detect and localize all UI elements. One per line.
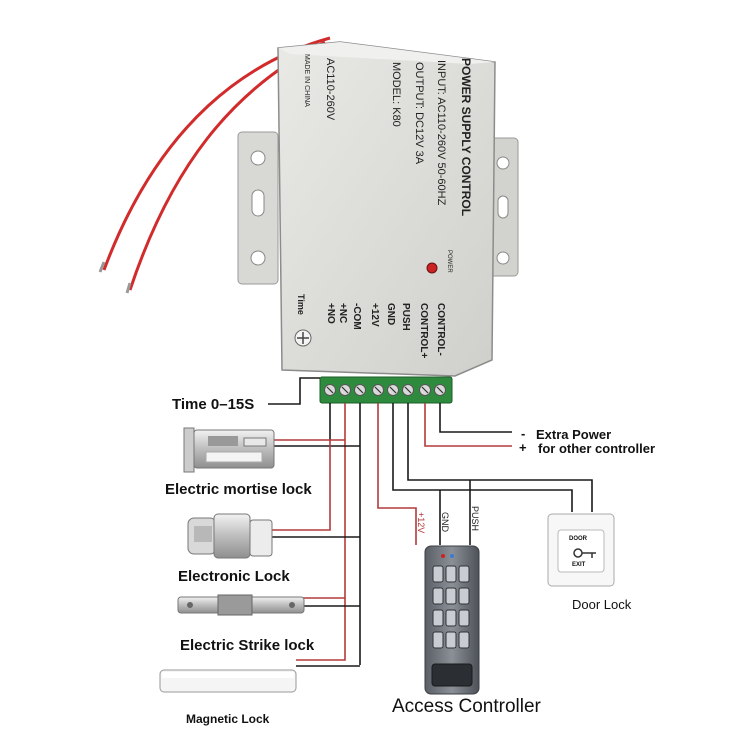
- keypad-key[interactable]: [458, 587, 470, 605]
- door-button-text-1: DOOR: [569, 536, 587, 542]
- unit-output-spec: OUTPUT: DC12V 3A: [413, 62, 425, 165]
- keypad-key[interactable]: [432, 587, 444, 605]
- electronic-lock: [187, 513, 273, 559]
- keypad-key[interactable]: [458, 609, 470, 627]
- terminal-label: GND: [385, 303, 396, 326]
- time-label: Time 0–15S: [172, 396, 255, 413]
- time-knob-label: Time: [296, 294, 306, 315]
- extra-power-sign: -: [521, 426, 526, 441]
- unit-ac-range: AC110-260V: [324, 58, 336, 121]
- keypad-key[interactable]: [432, 565, 444, 583]
- keypad-key[interactable]: [445, 587, 457, 605]
- unit-input-spec: INPUT: AC110-260V 50-60HZ: [435, 60, 447, 206]
- door-lock-label: Door Lock: [572, 597, 632, 612]
- keypad-key[interactable]: [432, 631, 444, 649]
- keypad-key[interactable]: [432, 609, 444, 627]
- magnetic-lock: [159, 669, 297, 693]
- access-controller-label: Access Controller: [392, 696, 541, 717]
- other-controller-label: for other controller: [538, 441, 656, 456]
- extra-power-label: Extra Power: [536, 427, 612, 442]
- strike-lock: [177, 594, 305, 616]
- access-controller-keypad: [424, 545, 480, 695]
- mounting-bracket: [237, 131, 519, 285]
- other-controller-sign: +: [519, 440, 527, 455]
- mortise-lock: [183, 427, 275, 473]
- strike-lock-label: Electric Strike lock: [180, 637, 315, 654]
- terminal-label: +NC: [337, 303, 348, 324]
- keypad-key[interactable]: [458, 565, 470, 583]
- keypad-key[interactable]: [445, 609, 457, 627]
- wire-label-12v: +12V: [416, 512, 426, 534]
- terminal-label: +12V: [369, 303, 380, 327]
- terminal-label: PUSH: [400, 303, 411, 331]
- door-button-text-2: EXIT: [572, 562, 586, 568]
- electronic-lock-label: Electronic Lock: [178, 568, 290, 585]
- power-led-label: POWER: [446, 250, 452, 273]
- mortise-lock-label: Electric mortise lock: [165, 481, 312, 498]
- keypad-key[interactable]: [445, 565, 457, 583]
- power-led: [426, 262, 438, 274]
- wires: [268, 377, 593, 667]
- unit-title: POWER SUPPLY CONTROL: [459, 58, 473, 217]
- door-exit-button: [547, 513, 615, 587]
- terminal-label: -COM: [351, 303, 362, 330]
- keypad-key[interactable]: [458, 631, 470, 649]
- terminal-label: +NO: [325, 303, 336, 324]
- power-supply-unit: [277, 41, 496, 377]
- terminal-label: CONTROL+: [418, 303, 429, 359]
- unit-made-in: MADE IN CHINA: [303, 54, 310, 107]
- wire-label-gnd: GND: [440, 512, 450, 532]
- wire-label-push: PUSH: [470, 506, 480, 532]
- unit-model: MODEL: K80: [390, 62, 402, 127]
- keypad-key[interactable]: [445, 631, 457, 649]
- terminal-block: [319, 376, 453, 404]
- magnetic-lock-label: Magnetic Lock: [186, 712, 270, 726]
- terminal-label: CONTROL-: [435, 303, 446, 356]
